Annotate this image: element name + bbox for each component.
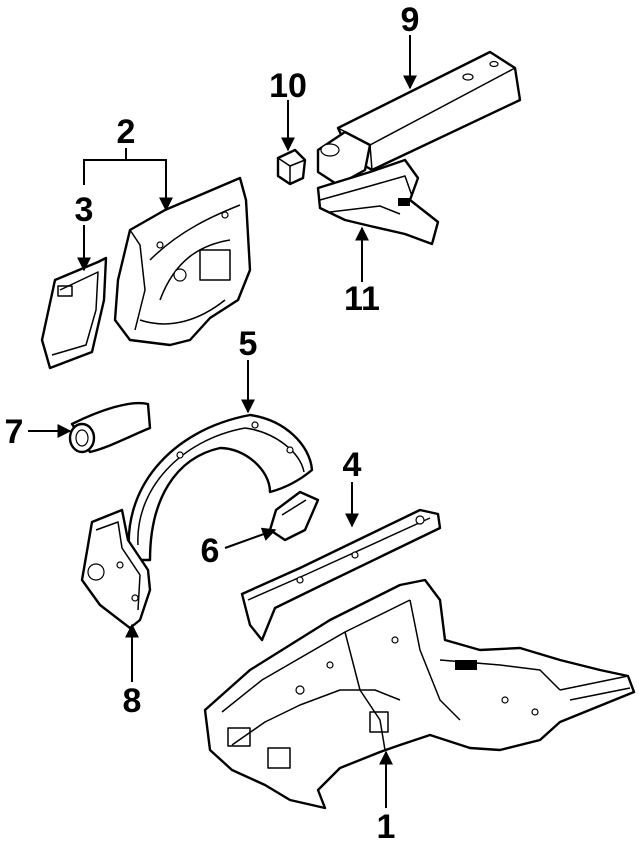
part-8-splash-shield: [80, 508, 152, 630]
part-11-mount-bracket: [316, 158, 440, 246]
leader-lines: [28, 35, 417, 808]
part-3-inner-panel: [40, 256, 108, 370]
part-6-duct-piece: [268, 490, 320, 542]
part-9-frame-rail: [316, 50, 522, 187]
callout-7: 7: [5, 413, 24, 451]
callout-11: 11: [344, 280, 380, 318]
callout-4: 4: [343, 446, 362, 484]
part-2-wheelhouse-panel: [113, 176, 252, 347]
part-1-front-frame: [203, 578, 636, 810]
part-7-duct: [68, 402, 152, 454]
callout-5: 5: [239, 325, 258, 363]
callout-2: 2: [117, 113, 136, 151]
callout-8: 8: [123, 682, 142, 720]
part-4-upper-rail: [240, 508, 442, 642]
callout-10: 10: [269, 67, 307, 105]
callout-3: 3: [75, 191, 94, 229]
part-10-bracket: [276, 148, 307, 186]
callout-1: 1: [377, 808, 396, 843]
callout-6: 6: [201, 532, 220, 570]
part-5-wheelhouse-liner: [127, 413, 314, 562]
callout-9: 9: [401, 1, 420, 39]
